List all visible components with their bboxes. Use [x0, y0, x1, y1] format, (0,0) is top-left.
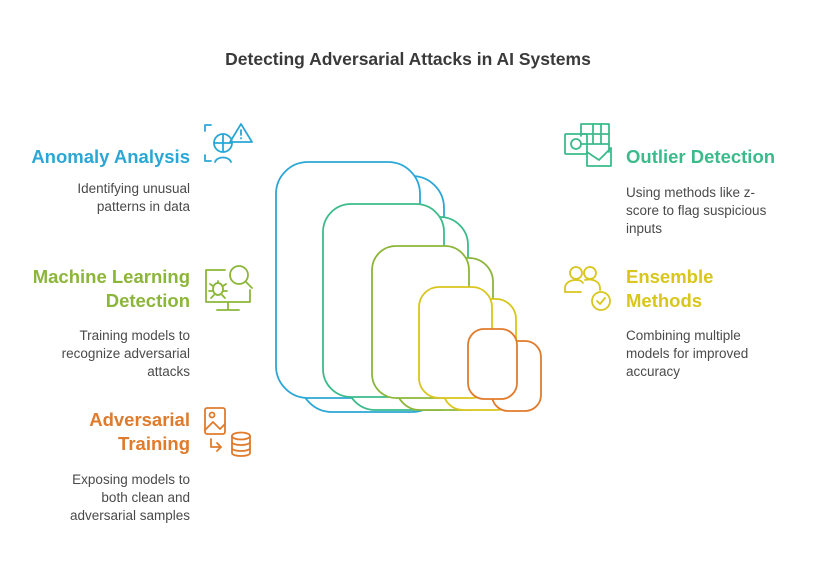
monitor-bug-search-icon	[205, 265, 253, 311]
outlier-detection-description: Using methods like z- score to flag susp…	[626, 184, 806, 238]
ensemble-heading-line: Ensemble	[626, 266, 714, 287]
ensemble-desc-line: models for improved	[626, 346, 749, 361]
ml-desc-line: attacks	[147, 364, 190, 379]
adversarial-desc-line: Exposing models to	[72, 472, 190, 487]
adversarial-training-description: Exposing models to both clean and advers…	[20, 471, 190, 525]
adversarial-heading-line: Training	[118, 433, 190, 454]
ensemble-desc-line: accuracy	[626, 364, 681, 379]
ml-heading-line: Detection	[105, 290, 190, 311]
ensemble-heading-line: Methods	[626, 290, 703, 311]
ensemble-methods-description: Combining multiple models for improved a…	[626, 327, 806, 381]
anomaly-desc-line: patterns in data	[96, 199, 190, 214]
adversarial-training-heading: Adversarial Training	[20, 408, 190, 456]
stack-layer	[467, 328, 518, 400]
ml-detection-heading: Machine Learning Detection	[10, 265, 190, 313]
adversarial-desc-line: both clean and	[101, 490, 190, 505]
ml-desc-line: Training models to	[79, 328, 190, 343]
ensemble-methods-heading: Ensemble Methods	[626, 265, 806, 313]
image-to-database-icon	[204, 407, 251, 457]
outlier-heading-text: Outlier Detection	[626, 146, 776, 167]
anomaly-heading-text: Anomaly Analysis	[31, 146, 190, 167]
nested-layers-stack	[275, 161, 542, 413]
adversarial-heading-line: Adversarial	[89, 409, 190, 430]
ml-detection-description: Training models to recognize adversarial…	[20, 327, 190, 381]
outlier-desc-line: score to flag suspicious	[626, 203, 767, 218]
outlook-sheet-icon	[564, 123, 612, 167]
outlier-desc-line: inputs	[626, 221, 663, 236]
chart-alert-icon	[204, 123, 253, 163]
ensemble-desc-line: Combining multiple	[626, 328, 741, 343]
ml-heading-line: Machine Learning	[32, 266, 190, 287]
outlier-detection-heading: Outlier Detection	[626, 145, 806, 169]
anomaly-analysis-heading: Anomaly Analysis	[20, 145, 190, 169]
anomaly-analysis-description: Identifying unusual patterns in data	[20, 180, 190, 216]
ml-desc-line: recognize adversarial	[61, 346, 190, 361]
anomaly-desc-line: Identifying unusual	[77, 181, 190, 196]
diagram-title: Detecting Adversarial Attacks in AI Syst…	[225, 49, 591, 69]
outlier-desc-line: Using methods like z-	[626, 185, 756, 200]
adversarial-desc-line: adversarial samples	[69, 508, 190, 523]
users-check-icon	[564, 266, 611, 311]
